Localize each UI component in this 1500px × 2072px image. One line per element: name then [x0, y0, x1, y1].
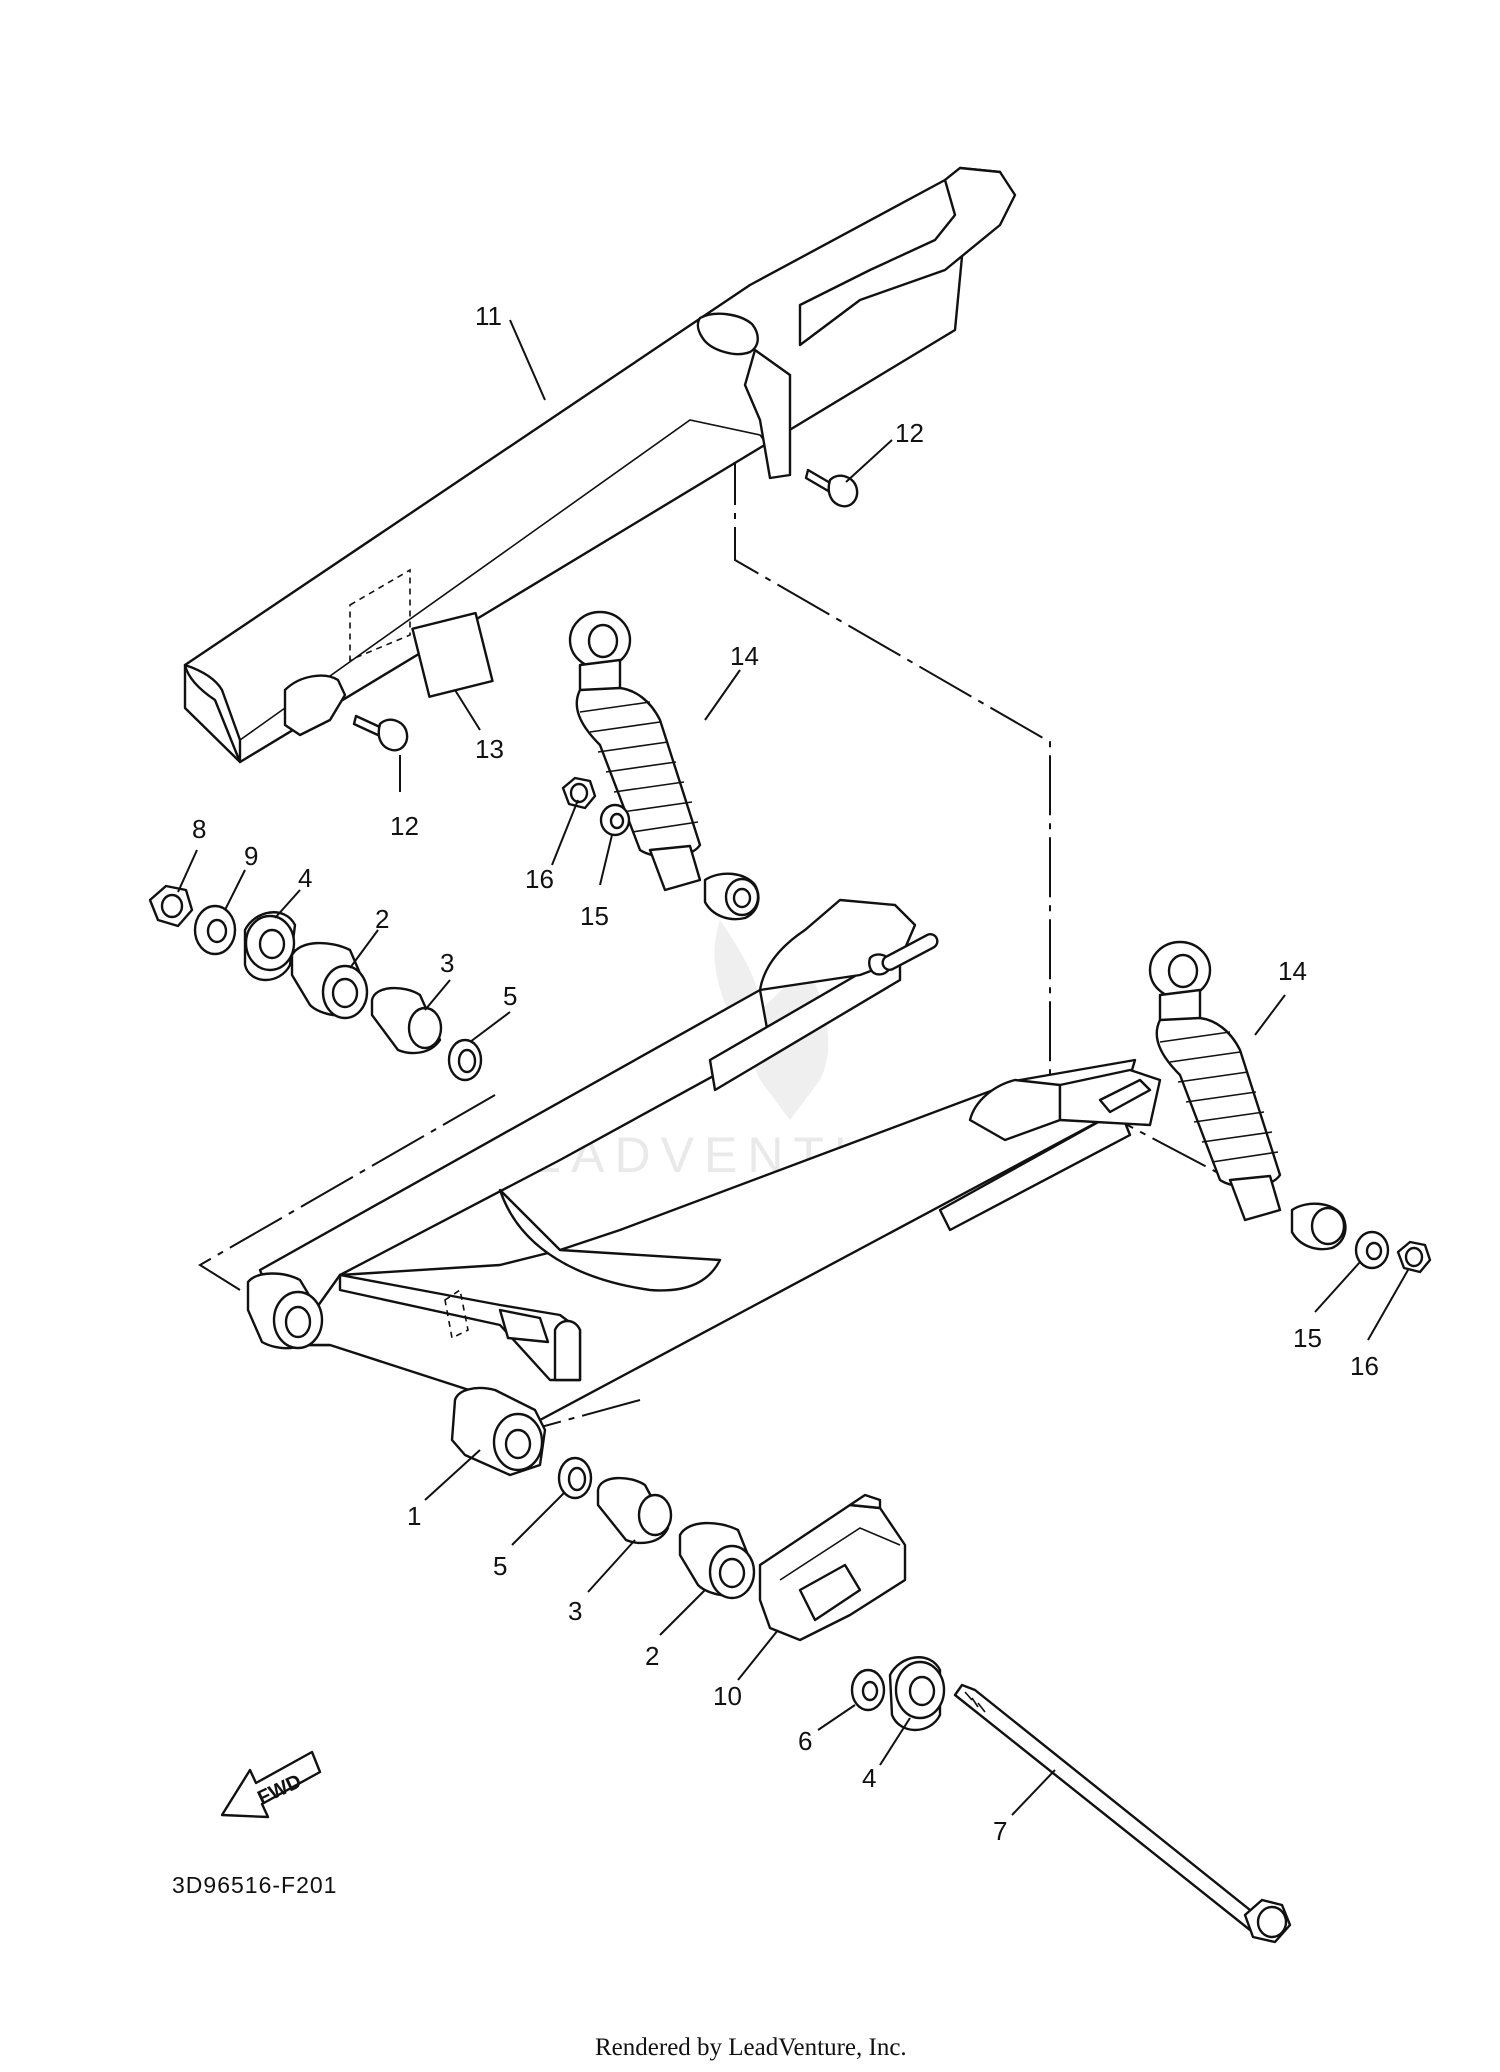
callout-9: 9 — [244, 841, 258, 871]
chain-guide-10 — [758, 1493, 907, 1642]
fwd-arrow-icon: FWD — [220, 1750, 322, 1819]
callout-3-upper: 3 — [440, 948, 454, 978]
callout-11: 11 — [475, 301, 502, 331]
diagram-code: 3D96516-F201 — [172, 1872, 337, 1898]
footer-credit: Rendered by LeadVenture, Inc. — [595, 2034, 907, 2061]
oil-seal-5-lower — [557, 1456, 593, 1500]
washer-9 — [193, 904, 237, 956]
callout-6: 6 — [798, 1726, 812, 1756]
bearing-4-lower — [888, 1656, 946, 1732]
callout-5-upper: 5 — [503, 981, 517, 1011]
swingarm — [246, 898, 1162, 1477]
callout-12-lower: 12 — [390, 811, 419, 841]
collar-3-upper — [370, 986, 443, 1055]
callout-16-left: 16 — [525, 864, 554, 894]
nut-8 — [148, 884, 194, 928]
callout-4-upper: 4 — [298, 863, 312, 893]
callout-1: 1 — [407, 1501, 421, 1531]
leader-lines — [177, 319, 1409, 1816]
pivot-shaft-7 — [953, 1683, 1292, 1944]
nut-16-left — [561, 776, 597, 810]
washer-6 — [850, 1668, 886, 1712]
bushing-2-upper — [290, 941, 369, 1020]
bolt-upper — [804, 468, 859, 508]
callout-16-right: 16 — [1350, 1351, 1379, 1381]
collar-3-lower — [596, 1476, 673, 1545]
washer-15-right — [1354, 1230, 1390, 1270]
callout-15-right: 15 — [1293, 1323, 1322, 1353]
rear-shock-left — [568, 610, 760, 921]
callout-14-left: 14 — [730, 641, 759, 671]
callout-8: 8 — [192, 814, 206, 844]
callout-12-upper: 12 — [895, 418, 924, 448]
bushing-2-lower — [678, 1521, 756, 1600]
oil-seal-5-upper — [447, 1038, 483, 1082]
callout-15-left: 15 — [580, 901, 609, 931]
callout-14-right: 14 — [1278, 956, 1307, 986]
callout-labels: 11 12 13 12 14 14 16 15 15 16 8 9 4 2 3 … — [192, 301, 1379, 1846]
callout-2-upper: 2 — [375, 904, 389, 934]
bearing-4-upper — [243, 911, 297, 982]
callout-7: 7 — [993, 1816, 1007, 1846]
callout-5-lower: 5 — [493, 1551, 507, 1581]
callout-13: 13 — [475, 734, 504, 764]
chain-case — [183, 166, 1017, 764]
rear-shock-right — [1148, 940, 1347, 1251]
callout-10: 10 — [713, 1681, 742, 1711]
nut-16-right — [1396, 1240, 1432, 1274]
callout-4-lower: 4 — [862, 1763, 876, 1793]
washer-15-left — [599, 803, 631, 837]
callout-2-lower: 2 — [645, 1641, 659, 1671]
callout-3-lower: 3 — [568, 1596, 582, 1626]
bolt-lower — [352, 714, 409, 752]
